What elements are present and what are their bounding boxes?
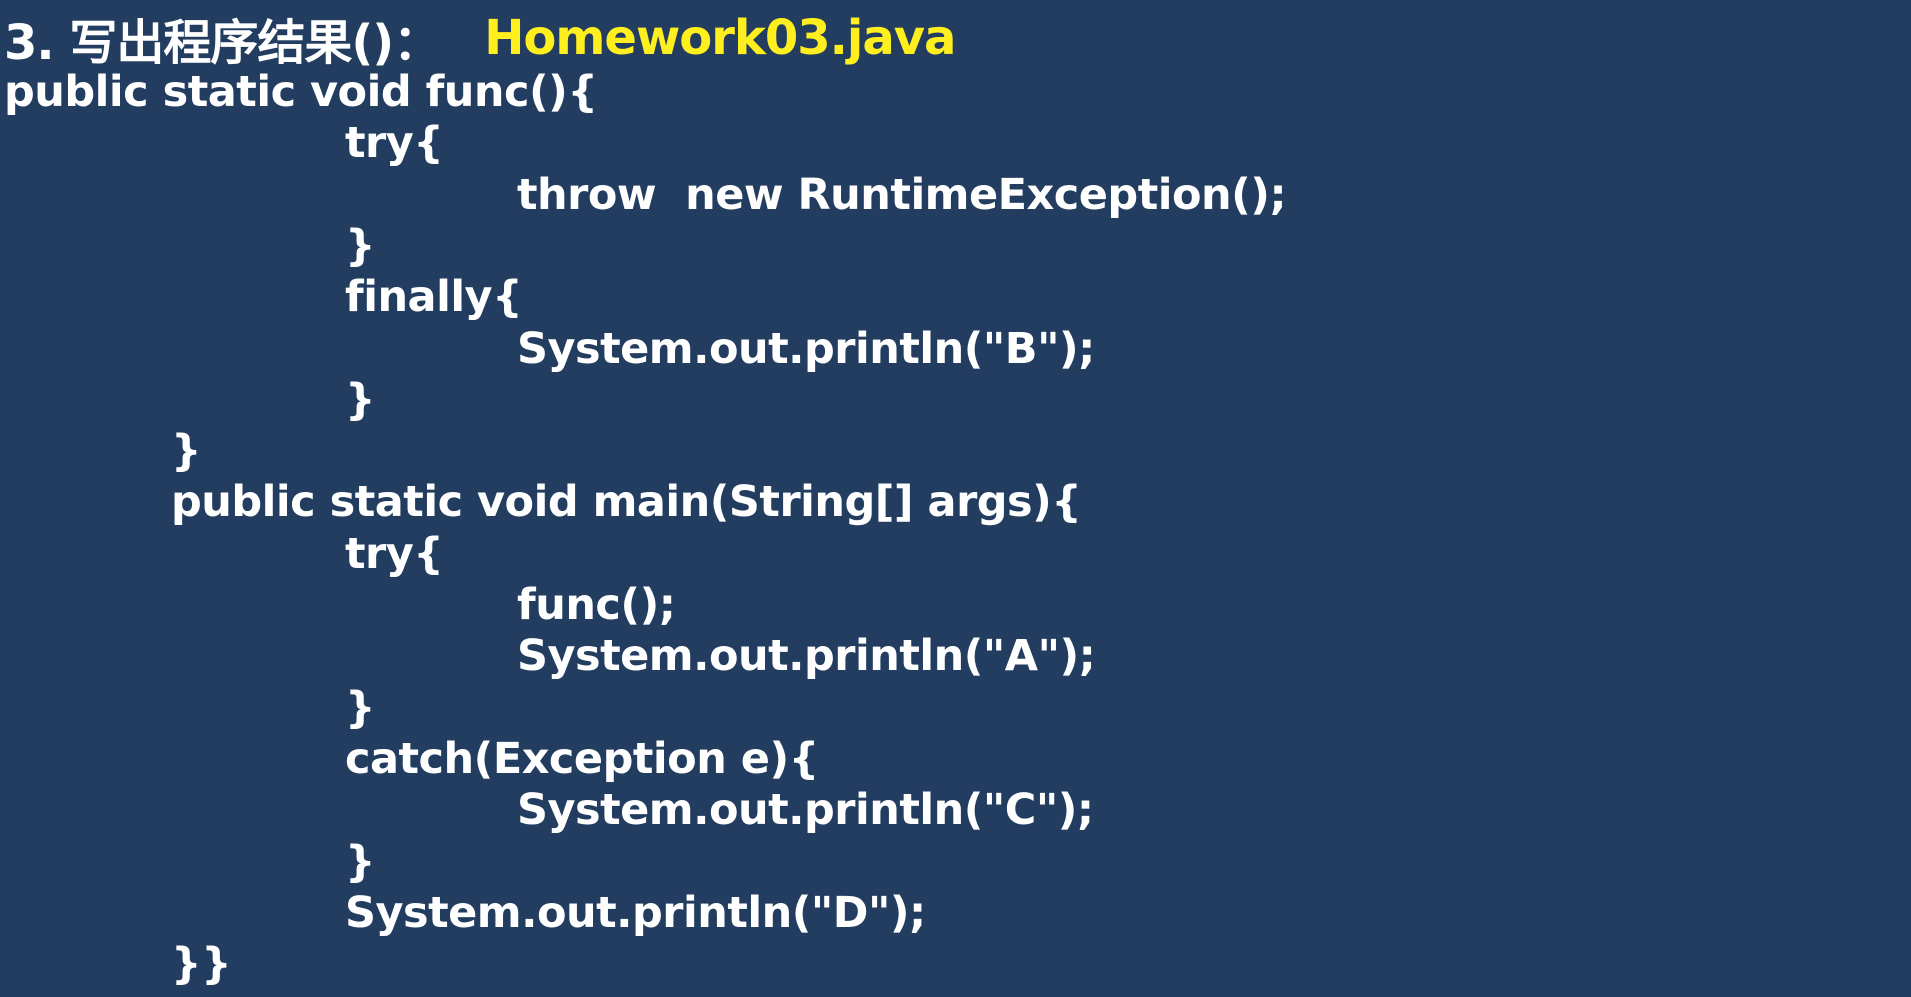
code-line: }} xyxy=(171,939,232,989)
code-line: finally{ xyxy=(345,272,523,322)
code-line: public static void func(){ xyxy=(4,67,598,117)
code-line: System.out.println("D"); xyxy=(345,888,926,938)
code-line: } xyxy=(345,221,376,271)
code-line: try{ xyxy=(345,529,444,579)
code-line: System.out.println("A"); xyxy=(517,631,1096,681)
code-line: try{ xyxy=(345,118,444,168)
file-name: Homework03.java xyxy=(484,10,956,66)
slide-title: 3. 写出程序结果()： Homework03.java xyxy=(4,8,956,71)
code-line: System.out.println("C"); xyxy=(517,785,1094,835)
code-line: throw new RuntimeException(); xyxy=(517,170,1287,220)
code-line: } xyxy=(345,837,376,887)
code-line: } xyxy=(345,375,376,425)
code-line: public static void main(String[] args){ xyxy=(171,477,1082,527)
code-line: } xyxy=(171,426,202,476)
code-line: func(); xyxy=(517,580,676,630)
code-line: System.out.println("B"); xyxy=(517,324,1095,374)
question-label: 3. 写出程序结果()： xyxy=(4,15,441,71)
code-line: } xyxy=(345,683,376,733)
code-line: catch(Exception e){ xyxy=(345,734,819,784)
